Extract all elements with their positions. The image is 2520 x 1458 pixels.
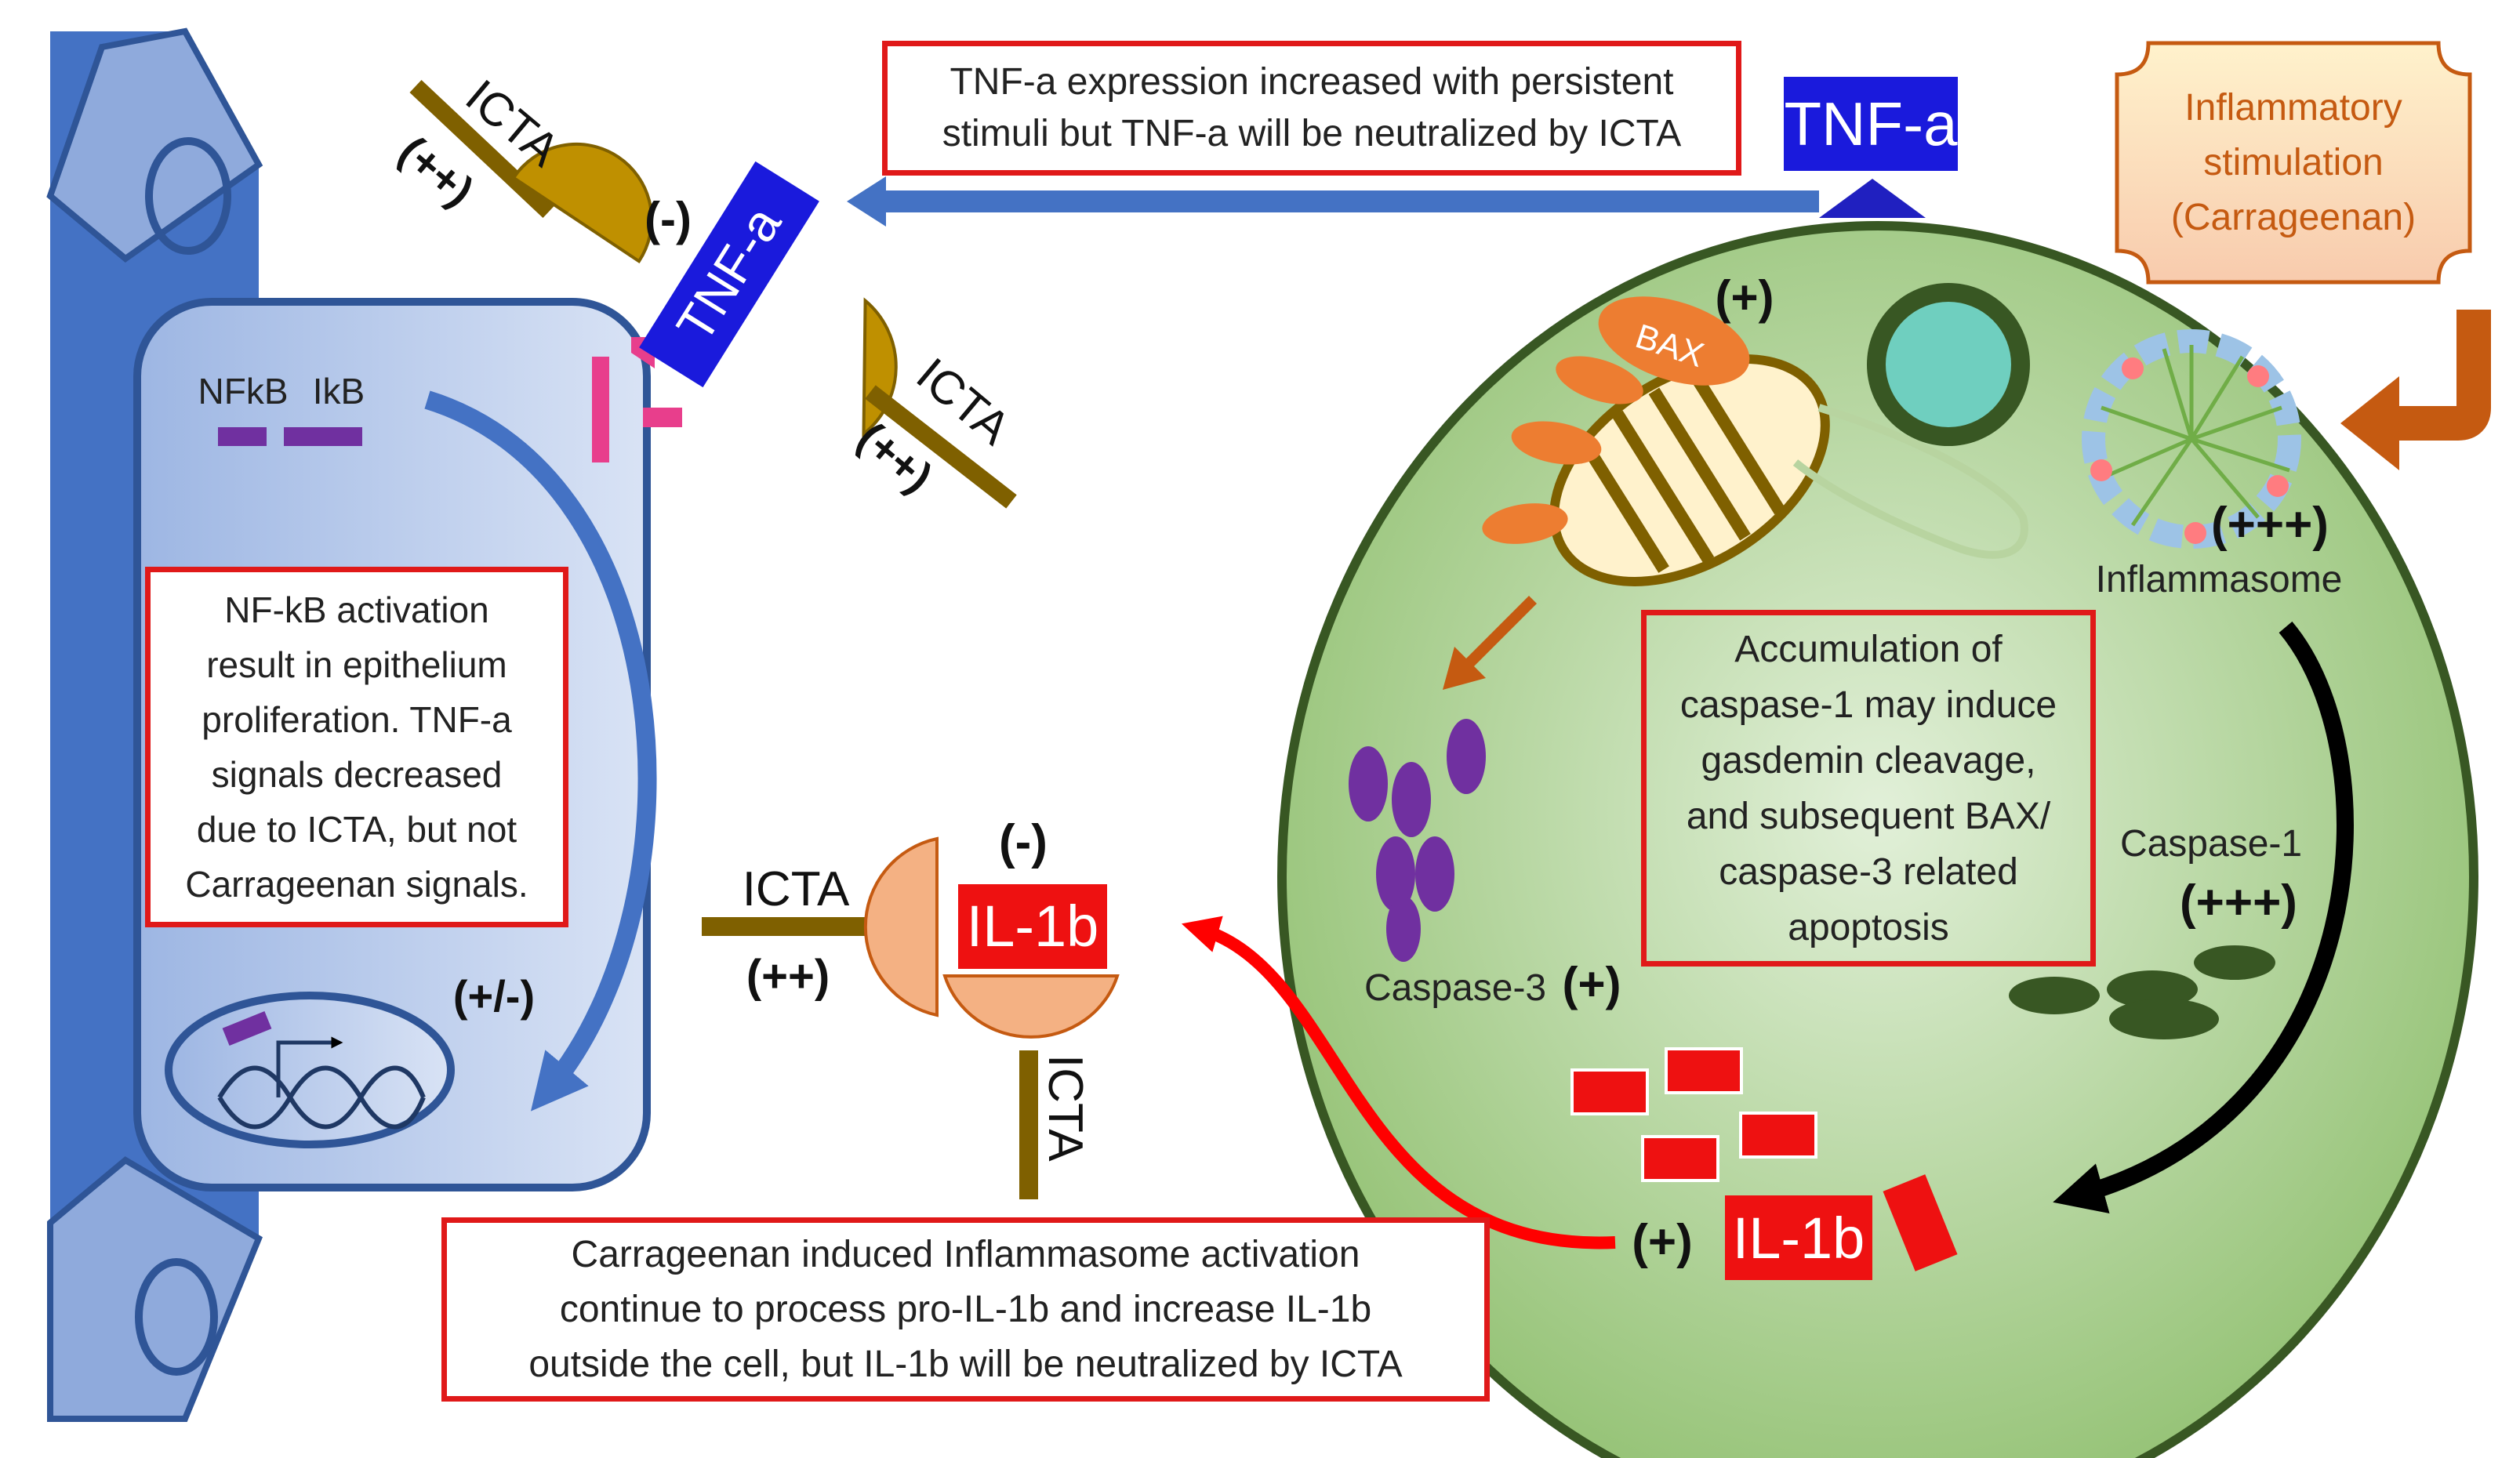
note-line: stimulation: [2203, 141, 2384, 183]
nfkb-bar: [218, 427, 267, 446]
note-line: Carrageenan induced Inflammasome activat…: [571, 1233, 1360, 1275]
ikb-bar: [284, 427, 362, 446]
caspase3-unit: [1392, 762, 1431, 837]
icta-label-left: ICTA: [743, 862, 850, 916]
note-line: Inflammatory: [2184, 86, 2402, 129]
endoplasmic-reticulum: [1792, 404, 2028, 559]
caspase3-unit: [1349, 746, 1388, 821]
il1b-box-bound: [958, 884, 1107, 969]
transcription-factor-bar: [222, 1011, 272, 1046]
il1b-minus-label: (-): [999, 815, 1048, 869]
inflammasome-complex: [2082, 329, 2301, 549]
note-line: (Carrageenan): [2170, 196, 2417, 238]
caspase1-cluster: [2009, 945, 2275, 1039]
surface-receptor-pink: [592, 357, 609, 462]
vacuole-bottom: [135, 1258, 218, 1376]
icta-stalk-top: [409, 79, 555, 219]
note-line: gasdemin cleavage,: [1701, 739, 2036, 782]
nfkb-activation-note: NF-kB activation result in epithelium pr…: [145, 567, 568, 927]
caspase3-unit: [1415, 836, 1454, 912]
stimulation-arrow-head: [2340, 376, 2399, 470]
stimulation-note: Inflammatory stimulation (Carrageenan): [2141, 71, 2446, 255]
note-line: Carrageenan signals.: [185, 864, 528, 905]
icta-receptor-top: [511, 143, 654, 264]
note-line: caspase-1 may induce: [1679, 684, 2057, 726]
note-line: signals decreased: [211, 754, 503, 795]
inflammasome-label: Inflammasome: [2096, 559, 2343, 600]
plusminus-label: (+/-): [453, 971, 535, 1021]
transcription-start-arrow: [276, 1036, 343, 1097]
bax-small-1: [1556, 356, 1643, 404]
mitochondrion-cristae: [1579, 368, 1785, 573]
caspase1-label: Caspase-1: [2120, 823, 2302, 865]
note-line: and subsequent BAX/: [1686, 795, 2051, 837]
bax-small-2: [1511, 421, 1602, 465]
icta-label-vertical: ICTA: [1038, 1054, 1092, 1162]
vesicle: [1867, 283, 2030, 446]
nfkb-label: NFkB: [198, 371, 289, 412]
stimulation-plaque: [2115, 41, 2491, 470]
stimulation-arrow: [2391, 310, 2491, 441]
tnf-minus-label: (-): [645, 193, 692, 245]
tnf-neutralization-complex: ICTA (++) (-) TNF-a ICTA (++): [390, 70, 1020, 509]
dna-helix: [217, 1065, 426, 1130]
caspase3-unit: [1376, 836, 1415, 912]
note-line: NF-kB activation: [224, 589, 489, 630]
note-line: caspase-3 related: [1719, 850, 2018, 893]
caspase1-processing-arrow: [2053, 621, 2354, 1213]
caspase3-cluster: [1349, 719, 1486, 962]
icta-receptor-bottom-mid: [942, 974, 1120, 1039]
il1b-box-intracellular: [1725, 1195, 1872, 1280]
pro-il1b-cluster: [1570, 1047, 1958, 1271]
mito-to-caspase3-arrow: [1443, 596, 1537, 690]
il1b-release-arrow: [1181, 916, 1616, 1249]
tnf-arrow-shaft: [870, 190, 1819, 212]
il1b-label-intracellular: IL-1b: [1733, 1206, 1865, 1271]
note-line: apoptosis: [1788, 906, 1949, 948]
tnf-box-secreted: [1784, 77, 1958, 171]
caspase3-unit: [1386, 896, 1421, 962]
tnf-secretion-arrow: TNF-a: [847, 77, 1958, 227]
icta-receptor-left: [863, 836, 939, 1017]
caspase3-unit: [1447, 719, 1486, 794]
note-line: outside the cell, but IL-1b will be neut…: [528, 1343, 1403, 1385]
nfkb-to-nucleus-arrow: [424, 390, 657, 1112]
note-line: Accumulation of: [1734, 628, 2003, 670]
receptor-pink-notch: [631, 337, 682, 427]
tnf-release-point: [1819, 179, 1926, 218]
tnf-box-bound: [639, 161, 819, 388]
vacuole-top: [145, 137, 231, 255]
tnf-arrow-head: [847, 176, 886, 227]
macrophage-cell: BAX (+) Caspase-3 (+) (: [1277, 221, 2478, 1458]
stimulation-plaque-shape: [2115, 41, 2472, 285]
bax-small-3: [1482, 503, 1568, 544]
inflammasome-plus3-label: (+++): [2211, 498, 2329, 552]
il1b-plus-label: (+): [1632, 1215, 1693, 1269]
note-line: proliferation. TNF-a: [202, 699, 512, 740]
caspase-accumulation-note: Accumulation of caspase-1 may induce gas…: [1641, 610, 2096, 967]
ikb-label: IkB: [313, 371, 365, 412]
il1b-neutralization-complex: ICTA (++) (-) IL-1b ICTA: [702, 815, 1120, 1199]
caspase3-plus-label: (+): [1563, 958, 1621, 1010]
epithelium-neighbor-top: [46, 27, 263, 263]
note-line: due to ICTA, but not: [196, 809, 517, 850]
note-line: stimuli but TNF-a will be neutralized by…: [942, 113, 1682, 154]
bax-large: [1598, 296, 1750, 386]
note-line: continue to process pro-IL-1b and increa…: [559, 1288, 1372, 1330]
caspase1-plus3-label: (+++): [2180, 876, 2297, 930]
tnf-expression-note: TNF-a expression increased with persiste…: [882, 41, 1741, 176]
tnf-label-secreted: TNF-a: [1785, 89, 1959, 158]
caspase3-label: Caspase-3: [1364, 967, 1546, 1009]
note-line: TNF-a expression increased with persiste…: [950, 61, 1674, 103]
icta-stalk-bottom: [865, 385, 1017, 509]
carrageenan-induced-note: Carrageenan induced Inflammasome activat…: [441, 1217, 1490, 1402]
bax-plus-label: (+): [1716, 271, 1774, 324]
note-line: result in epithelium: [206, 644, 507, 685]
il1b-label-bound: IL-1b: [967, 894, 1099, 959]
icta-plus2-left: (++): [746, 951, 830, 1002]
